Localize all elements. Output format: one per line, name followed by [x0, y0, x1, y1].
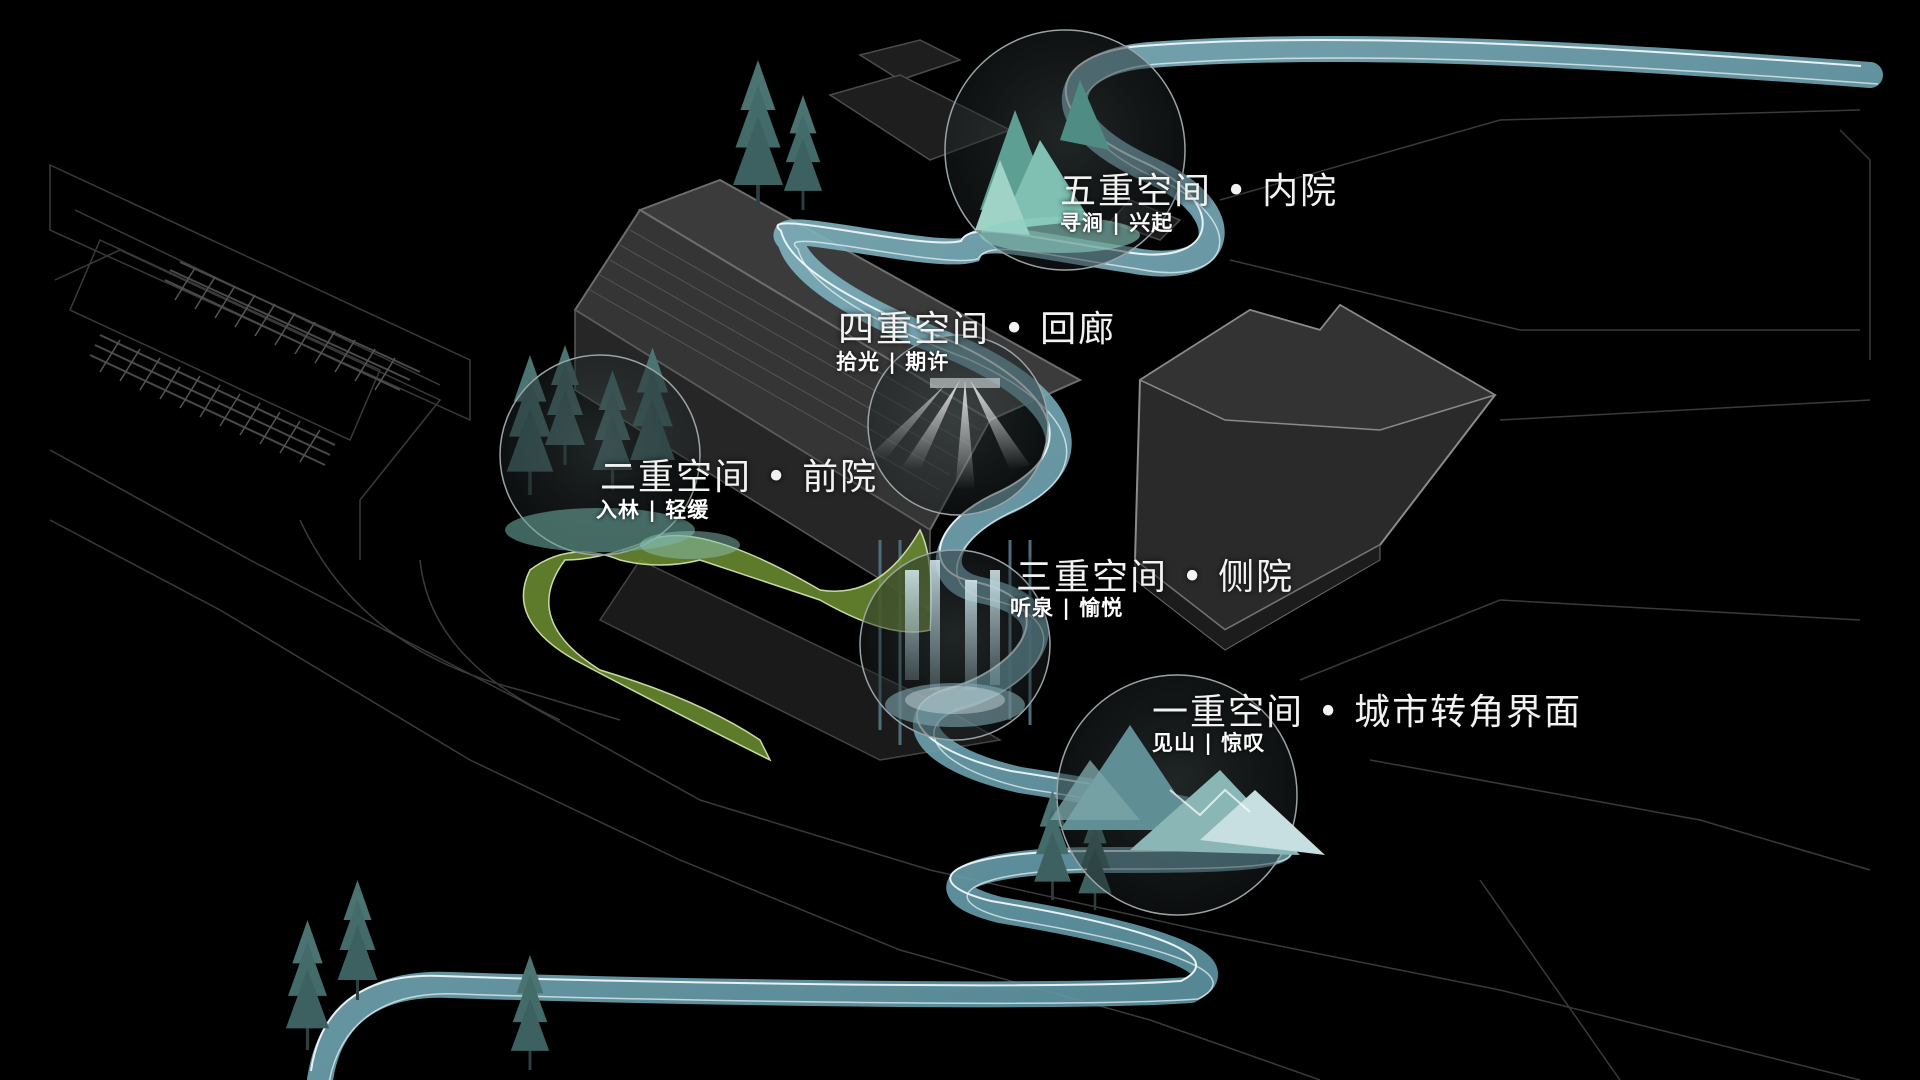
zone-2-title: 二重空间 • 前院 [600, 457, 879, 498]
zone-3-subtitle: 听泉 | 愉悦 [1010, 596, 1124, 620]
forest-icon [505, 508, 740, 559]
zone-2-subtitle: 入林 | 轻缓 [596, 498, 710, 522]
mountain-icon [975, 80, 1140, 253]
zone-5-subtitle: 寻涧 | 兴起 [1060, 211, 1174, 235]
mountain-icon [1050, 725, 1325, 855]
zone-bubble-front-courtyard [499, 354, 740, 559]
zone-4-subtitle: 拾光 | 期许 [836, 350, 950, 374]
zone-bubble-inner-courtyard [944, 29, 1186, 271]
waterfall-icon [885, 560, 1025, 727]
parking-hatch [99, 267, 396, 463]
zone-1-subtitle: 见山 | 惊叹 [1152, 731, 1266, 755]
zone-1-title: 一重空间 • 城市转角界面 [1152, 692, 1583, 733]
zone-5-title: 五重空间 • 内院 [1060, 171, 1339, 212]
site-plan-lines [49, 109, 1871, 1080]
zone-bubble-side-courtyard [859, 549, 1051, 741]
light-rays-icon [870, 378, 1030, 490]
parking-stripes [89, 261, 421, 466]
zone-3-title: 三重空间 • 侧院 [1016, 557, 1295, 598]
zone-bubble-city-corner [1050, 674, 1325, 916]
zone-bubble-corridor [867, 334, 1049, 516]
zone-4-title: 四重空间 • 回廊 [838, 309, 1117, 350]
side-building [1133, 303, 1497, 651]
